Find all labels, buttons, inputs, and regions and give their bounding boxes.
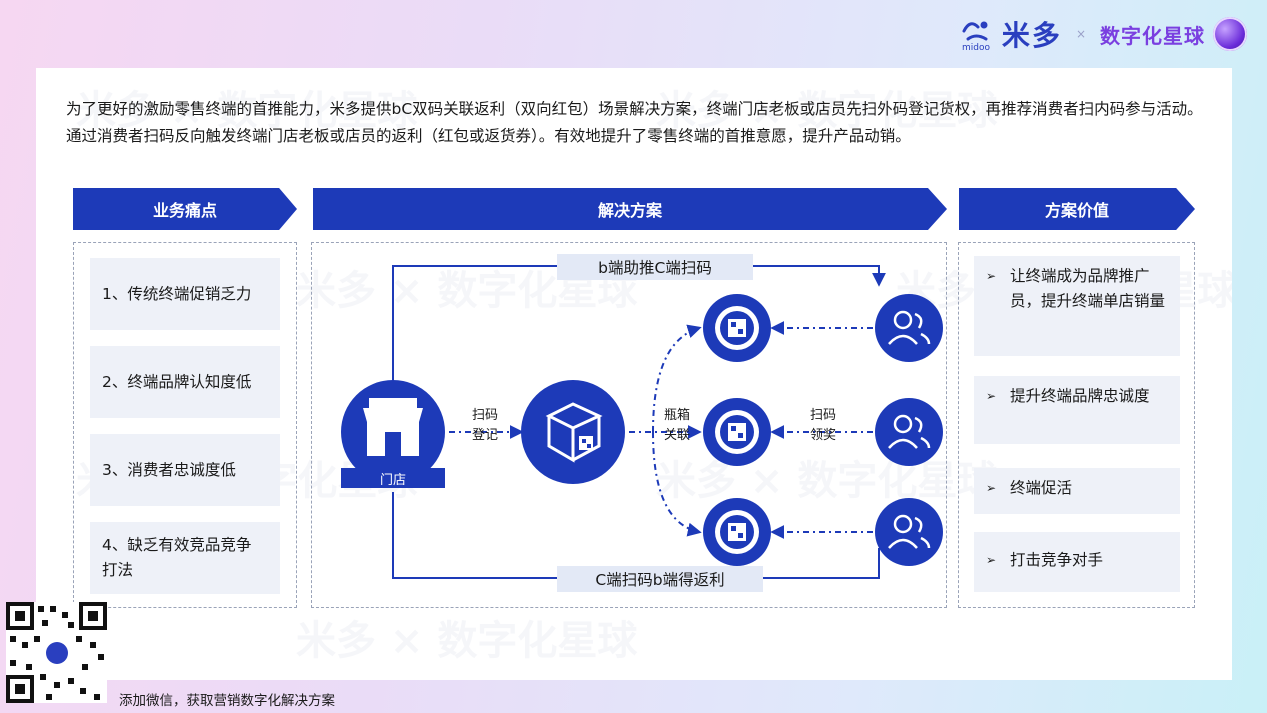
value-text: 让终端成为品牌推广员，提升终端单店销量: [1010, 267, 1166, 310]
qr-badge-icon: [703, 398, 771, 466]
value-text: 终端促活: [1010, 479, 1073, 497]
pain-points-box: [73, 242, 297, 608]
value-item: ➢ 终端促活: [974, 468, 1180, 514]
step-line: 扫码: [471, 408, 498, 423]
bottom-flow-label: C端扫码b端得返利: [557, 566, 763, 592]
step-scan-register: 扫码 登记: [465, 406, 505, 446]
consumer-group-icon: [875, 498, 943, 566]
arrow-right-icon: ➢: [986, 269, 997, 283]
step-line: 领奖: [809, 428, 836, 443]
package-icon: [521, 380, 625, 484]
step-scan-reward: 扫码 领奖: [803, 406, 843, 446]
wechat-qr-code[interactable]: [6, 602, 107, 703]
brand-mark-text: midoo: [962, 43, 990, 51]
midoo-logo-icon: midoo: [960, 17, 994, 53]
value-text: 提升终端品牌忠诚度: [1010, 387, 1150, 405]
step-line: 瓶箱: [663, 408, 690, 423]
brand-separator: ×: [1075, 27, 1086, 41]
pain-point-item: 2、终端品牌认知度低: [90, 346, 280, 418]
header-value: 方案价值: [959, 188, 1195, 230]
step-line: 扫码: [809, 408, 836, 423]
step-bottle-case-link: 瓶箱 关联: [657, 406, 697, 446]
pain-point-item: 4、缺乏有效竞品竞争打法: [90, 522, 280, 594]
step-line: 登记: [471, 428, 498, 443]
store-icon: [341, 380, 445, 484]
consumer-group-icon: [875, 294, 943, 362]
planet-icon: [1213, 17, 1247, 51]
value-item: ➢ 打击竞争对手: [974, 532, 1180, 592]
value-item: ➢ 提升终端品牌忠诚度: [974, 376, 1180, 444]
value-box: [958, 242, 1195, 608]
brand-main-name: 米多: [1001, 19, 1062, 52]
solution-box: [311, 242, 947, 608]
store-label: 门店: [341, 468, 445, 488]
step-line: 关联: [663, 428, 690, 443]
qr-badge-icon: [703, 498, 771, 566]
value-text: 打击竞争对手: [1010, 551, 1104, 569]
content-panel: 米多 × 数字化星球 米多 × 数字化星球 米多 × 数字化星球 米多 × 数字…: [36, 68, 1232, 680]
qr-badge-icon: [703, 294, 771, 362]
pain-point-item: 3、消费者忠诚度低: [90, 434, 280, 506]
brand-sub-name: 数字化星球: [1100, 23, 1205, 48]
arrow-right-icon: ➢: [986, 481, 997, 495]
consumer-group-icon: [875, 398, 943, 466]
top-flow-label: b端助推C端扫码: [557, 254, 753, 280]
header-pain-points: 业务痛点: [73, 188, 297, 230]
brand-header: midoo 米多 × 数字化星球: [960, 12, 1247, 56]
intro-paragraph: 为了更好的激励零售终端的首推能力，米多提供bC双码关联返利（双向红包）场景解决方…: [66, 100, 1203, 145]
solution-diagram: b端助推C端扫码 C端扫码b端得返利 门店 扫码 登记 瓶箱 关联 扫码 领奖: [311, 242, 947, 608]
arrow-right-icon: ➢: [986, 389, 997, 403]
value-item: ➢ 让终端成为品牌推广员，提升终端单店销量: [974, 256, 1180, 356]
pain-point-item: 1、传统终端促销乏力: [90, 258, 280, 330]
footer-text: 添加微信，获取营销数字化解决方案: [119, 693, 335, 709]
arrow-right-icon: ➢: [986, 553, 997, 567]
header-solution: 解决方案: [313, 188, 947, 230]
